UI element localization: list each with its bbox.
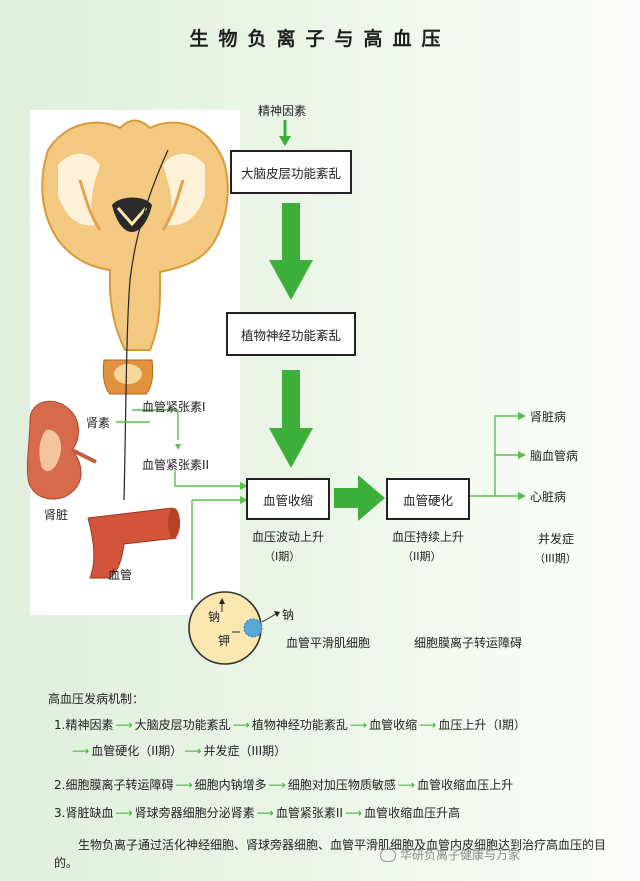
thin-connectors <box>116 409 522 600</box>
smooth-muscle-label: 血管平滑肌细胞 <box>286 636 371 650</box>
watermark: 华研负离子健康与万家 <box>380 846 520 863</box>
vascular-sclerosis-box: 血管硬化 <box>386 478 470 520</box>
stage1-text: 血压波动上升 <box>252 530 325 544</box>
spinal-segment-illustration <box>102 359 154 395</box>
m2-item-1: 细胞内钠增多 <box>194 778 267 792</box>
stage1-period: （I期） <box>264 550 301 563</box>
m2-item-0: 2.细胞膜离子转运障碍 <box>54 778 174 792</box>
brain-illustration <box>41 119 229 351</box>
m2-item-3: 血管收缩血压上升 <box>417 778 514 792</box>
potassium-label: 钾 <box>218 634 231 648</box>
m1b-item-0: 血管硬化（II期） <box>91 744 183 758</box>
watermark-text: 华研负离子健康与万家 <box>400 848 521 862</box>
cortex-disorder-box: 大脑皮层功能紊乱 <box>230 150 352 194</box>
m1-item-1: 大脑皮层功能紊乱 <box>134 718 231 732</box>
sodium-out-label: 钠 <box>282 608 295 622</box>
page-title: 生物负离子与高血压 <box>189 28 451 50</box>
mental-factor-label: 精神因素 <box>258 104 307 118</box>
m1b-item-1: 并发症（III期） <box>203 744 287 758</box>
complication-label: 并发症 <box>538 532 575 546</box>
nerve-line <box>123 149 169 501</box>
sodium-in-label: 钠 <box>208 610 221 624</box>
complication-heart: 心脏病 <box>530 490 567 504</box>
mechanism-heading: 高血压发病机制： <box>48 692 145 706</box>
kidney-illustration <box>26 400 97 500</box>
m1-item-0: 1.精神因素 <box>54 718 114 732</box>
m3-item-3: 血管收缩血压升高 <box>364 806 461 820</box>
m1-item-4: 血压上升（I期） <box>438 718 526 732</box>
blood-vessel-illustration <box>87 507 180 579</box>
big-arrow-2 <box>269 370 313 468</box>
mechanism-line-1: 1.精神因素⟶大脑皮层功能紊乱⟶植物神经功能紊乱⟶血管收缩⟶血压上升（I期） <box>54 718 526 732</box>
autonomic-disorder-box: 植物神经功能紊乱 <box>226 312 356 356</box>
m1-item-2: 植物神经功能紊乱 <box>251 718 348 732</box>
complication-cerebrovascular: 脑血管病 <box>530 449 579 463</box>
m2-item-2: 细胞对加压物质敏感 <box>287 778 396 792</box>
m3-item-1: 肾球旁器细胞分泌肾素 <box>134 806 255 820</box>
big-arrow-3 <box>334 475 385 521</box>
big-arrow-1 <box>269 203 313 300</box>
renin-label: 肾素 <box>86 416 111 430</box>
ion-transport-label: 细胞膜离子转运障碍 <box>414 636 523 650</box>
wechat-icon <box>380 849 396 862</box>
complication-kidney: 肾脏病 <box>530 410 567 424</box>
mechanism-line-1b: ⟶血管硬化（II期）⟶并发症（III期） <box>72 744 287 758</box>
vasoconstriction-box: 血管收缩 <box>246 478 330 520</box>
stage2-period: （II期） <box>402 550 442 563</box>
vessel-label: 血管 <box>108 568 133 582</box>
m3-item-0: 3.肾脏缺血 <box>54 806 114 820</box>
m1-item-3: 血管收缩 <box>369 718 418 732</box>
stage2-text: 血压持续上升 <box>392 530 465 544</box>
angiotensin2-label: 血管紧张素II <box>142 458 210 472</box>
smooth-muscle-cell <box>188 591 280 665</box>
angiotensin1-label: 血管紧张素I <box>142 400 206 414</box>
stage3-period: （III期） <box>534 552 577 565</box>
m3-item-2: 血管紧张素II <box>275 806 343 820</box>
kidney-label: 肾脏 <box>44 508 69 522</box>
summary-paragraph: 生物负离子通过活化神经细胞、肾球旁器细胞、血管平滑肌细胞及血管内皮细胞达到治疗高… <box>54 838 607 870</box>
mechanism-line-3: 3.肾脏缺血⟶肾球旁器细胞分泌肾素⟶血管紧张素II⟶血管收缩血压升高 <box>54 806 461 820</box>
mechanism-line-2: 2.细胞膜离子转运障碍⟶细胞内钠增多⟶细胞对加压物质敏感⟶血管收缩血压上升 <box>54 778 514 792</box>
